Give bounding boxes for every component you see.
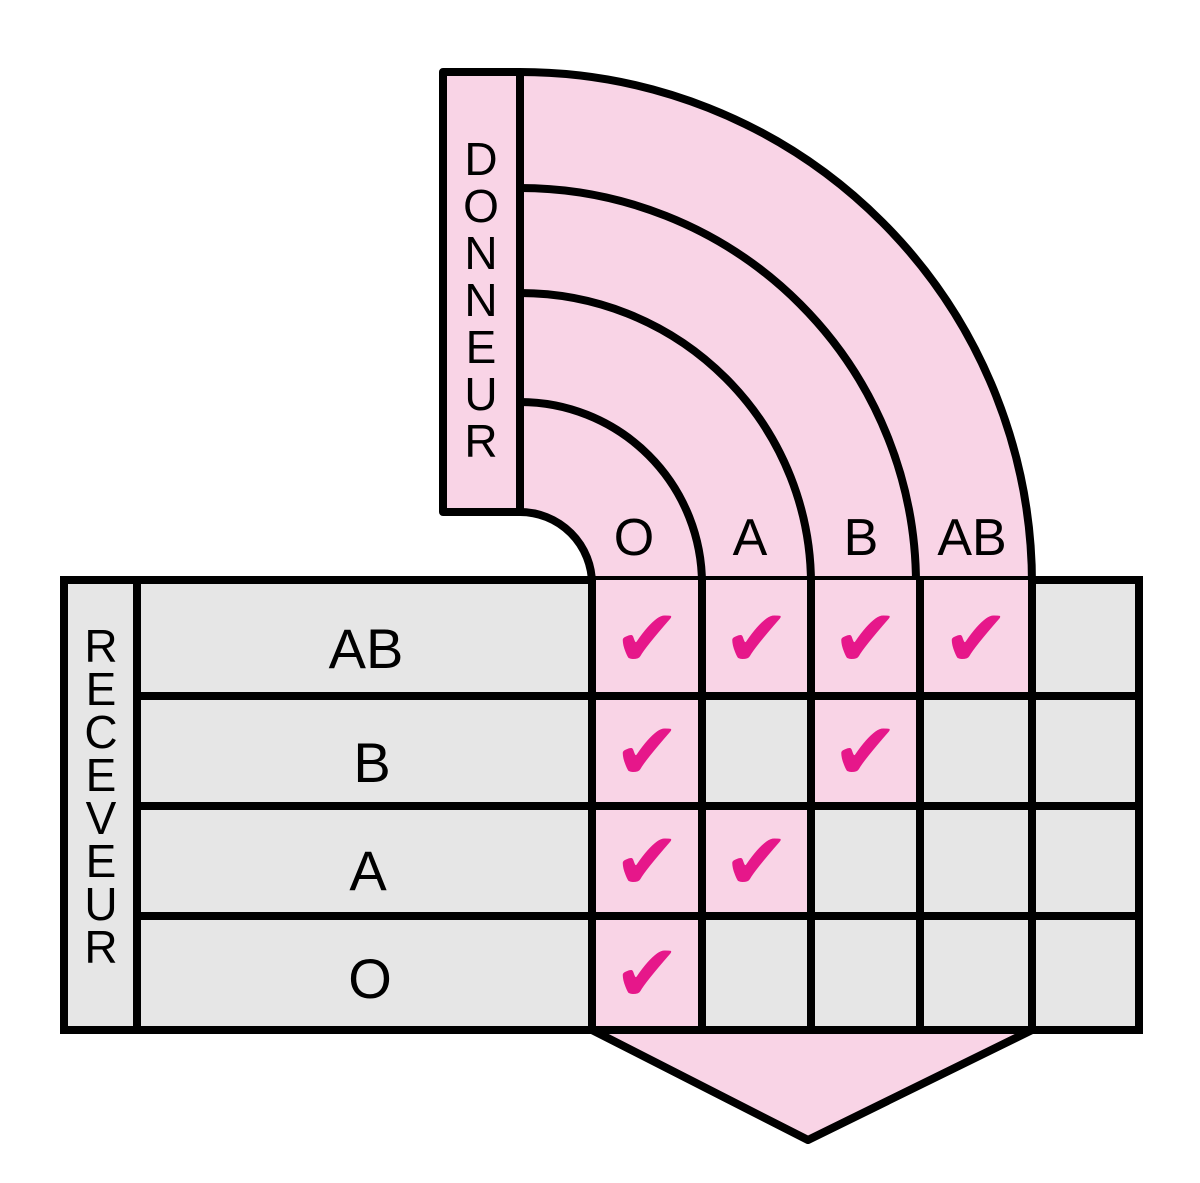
compatible-cell-a-from-o	[592, 806, 702, 916]
check-mark-a-from-o: ✔	[613, 815, 680, 908]
donor-label-letter: O	[463, 180, 499, 232]
recipient-type-b: B	[353, 731, 390, 794]
recipient-label-letter: C	[84, 706, 117, 758]
check-mark-ab-from-b: ✔	[832, 592, 899, 685]
recipient-label-letter: R	[84, 921, 117, 973]
recipient-label-letter: E	[86, 663, 117, 715]
check-mark-ab-from-ab: ✔	[942, 592, 1009, 685]
down-arrow	[588, 1026, 1036, 1144]
donor-label-letter: R	[464, 415, 497, 467]
check-mark-o-from-o: ✔	[613, 927, 680, 1020]
compatible-cell-ab-from-b	[811, 580, 920, 696]
recipient-type-a: A	[349, 839, 387, 902]
donor-arc-b-a	[519, 289, 815, 585]
recipient-label-letter: R	[84, 620, 117, 672]
donor-label-letter: D	[464, 133, 497, 185]
compatible-cell-ab-from-o	[592, 580, 702, 696]
donor-type-b: B	[844, 509, 879, 567]
grid-lines	[137, 580, 1139, 1030]
check-mark-ab-from-a: ✔	[723, 592, 790, 685]
donor-type-ab: AB	[937, 509, 1006, 567]
donor-label-letter: N	[464, 227, 497, 279]
donor-arc-a-o	[519, 398, 706, 585]
compatibility-cells	[592, 580, 1032, 1030]
compatible-cell-ab-from-a	[702, 580, 811, 696]
check-mark-a-from-a: ✔	[723, 815, 790, 908]
check-mark-b-from-o: ✔	[613, 705, 680, 798]
donor-type-a: A	[733, 509, 768, 567]
check-marks: ✔ ✔ ✔ ✔ ✔ ✔ ✔ ✔ ✔	[613, 592, 1009, 1020]
compatible-cell-o-from-o	[592, 916, 702, 1030]
recipient-label-letter: V	[86, 792, 117, 844]
compatible-cell-ab-from-ab	[920, 580, 1032, 696]
compatible-cell-b-from-o	[592, 696, 702, 806]
donor-label-letter: N	[464, 274, 497, 326]
donor-type-o: O	[614, 509, 654, 567]
donor-arc-ab-b	[519, 184, 920, 585]
donor-label-letter: E	[466, 321, 497, 373]
donor-band	[439, 68, 1036, 588]
compatible-cell-b-from-b	[811, 696, 920, 806]
compatible-cell-a-from-a	[702, 806, 811, 916]
recipient-label-letter: E	[86, 835, 117, 887]
recipient-type-o: O	[348, 947, 392, 1010]
check-mark-b-from-b: ✔	[832, 705, 899, 798]
recipient-label-letter: U	[84, 878, 117, 930]
recipient-label-letter: E	[86, 749, 117, 801]
check-mark-ab-from-o: ✔	[613, 592, 680, 685]
recipient-type-ab: AB	[329, 617, 404, 680]
donor-label-letter: U	[464, 368, 497, 420]
